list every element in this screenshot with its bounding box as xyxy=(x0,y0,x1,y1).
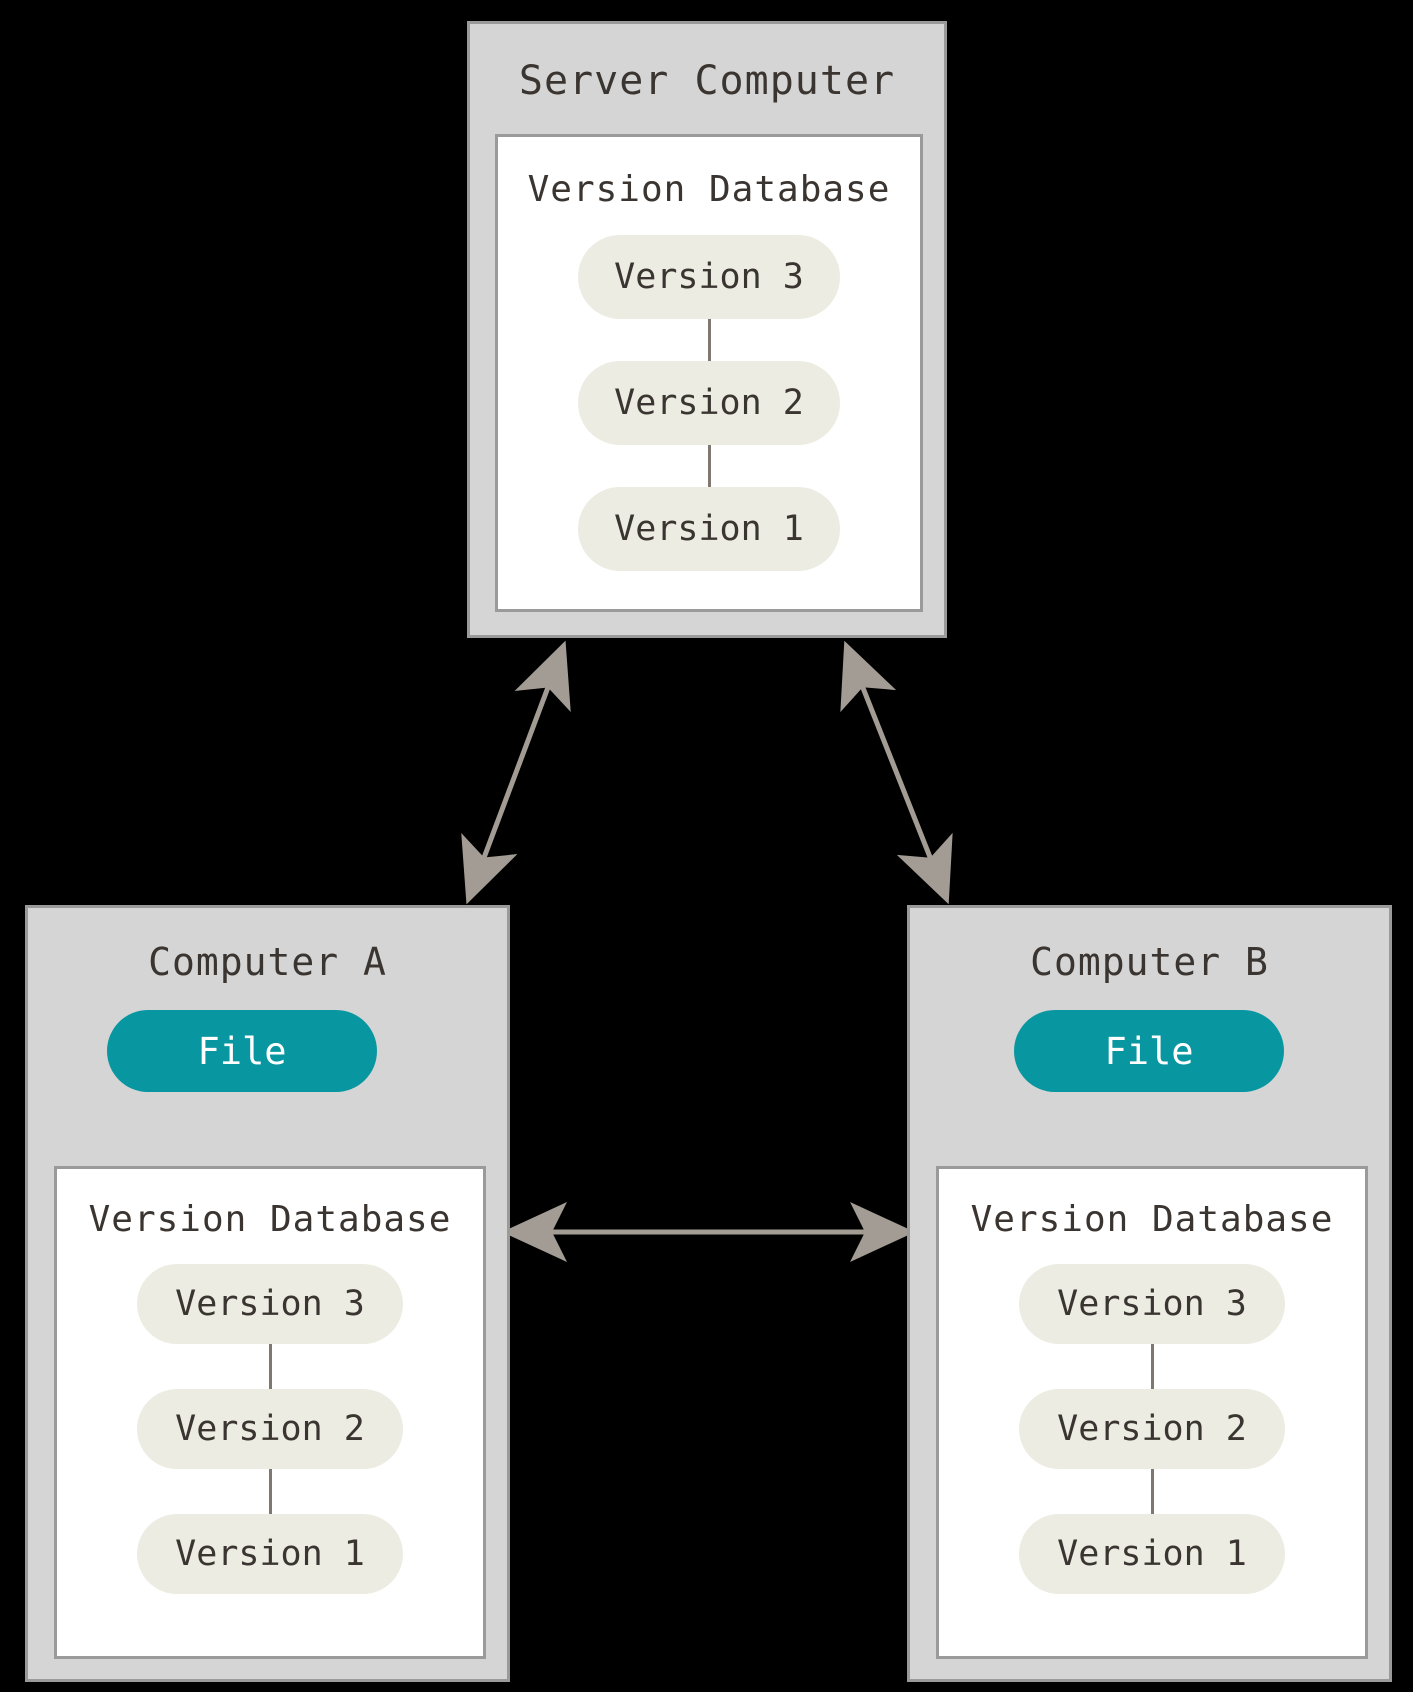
server-computer-box[interactable]: Server Computer Version Database Version… xyxy=(467,21,947,638)
computer-b-version-database-panel[interactable]: Version Database Version 3 Version 2 Ver… xyxy=(936,1166,1368,1659)
computer-a-version-pill-1[interactable]: Version 1 xyxy=(137,1514,403,1594)
version-connector-line xyxy=(707,319,711,361)
computer-a-version-database-title: Version Database xyxy=(88,1199,452,1240)
computer-a-version-database-panel[interactable]: Version Database Version 3 Version 2 Ver… xyxy=(54,1166,486,1659)
server-version-database-panel[interactable]: Version Database Version 3 Version 2 Ver… xyxy=(495,134,923,612)
computer-b-version-pill-3[interactable]: Version 3 xyxy=(1019,1264,1285,1344)
version-connector-line xyxy=(707,445,711,487)
server-version-database-title: Version Database xyxy=(527,169,891,210)
connector-server-computer-b xyxy=(840,640,953,905)
server-version-stack: Version 3 Version 2 Version 1 xyxy=(498,235,920,571)
server-version-pill-1[interactable]: Version 1 xyxy=(578,487,840,571)
computer-a-title: Computer A xyxy=(148,940,387,984)
computer-b-version-pill-1[interactable]: Version 1 xyxy=(1019,1514,1285,1594)
computer-a-version-stack: Version 3 Version 2 Version 1 xyxy=(57,1264,483,1594)
computer-b-version-stack: Version 3 Version 2 Version 1 xyxy=(939,1264,1365,1594)
computer-a-version-pill-2[interactable]: Version 2 xyxy=(137,1389,403,1469)
computer-b-file-pill[interactable]: File xyxy=(1014,1010,1284,1092)
computer-b-version-database-title: Version Database xyxy=(970,1199,1334,1240)
computer-a-version-pill-3[interactable]: Version 3 xyxy=(137,1264,403,1344)
version-connector-line xyxy=(268,1344,272,1389)
version-connector-line xyxy=(1150,1469,1154,1514)
server-version-pill-3[interactable]: Version 3 xyxy=(578,235,840,319)
server-version-pill-2[interactable]: Version 2 xyxy=(578,361,840,445)
computer-a-file-pill[interactable]: File xyxy=(107,1010,377,1092)
version-connector-line xyxy=(1150,1344,1154,1389)
computer-b-version-pill-2[interactable]: Version 2 xyxy=(1019,1389,1285,1469)
server-computer-title: Server Computer xyxy=(518,58,896,104)
computer-b-title: Computer B xyxy=(1030,940,1269,984)
connector-server-computer-a xyxy=(461,640,571,905)
version-connector-line xyxy=(268,1469,272,1514)
